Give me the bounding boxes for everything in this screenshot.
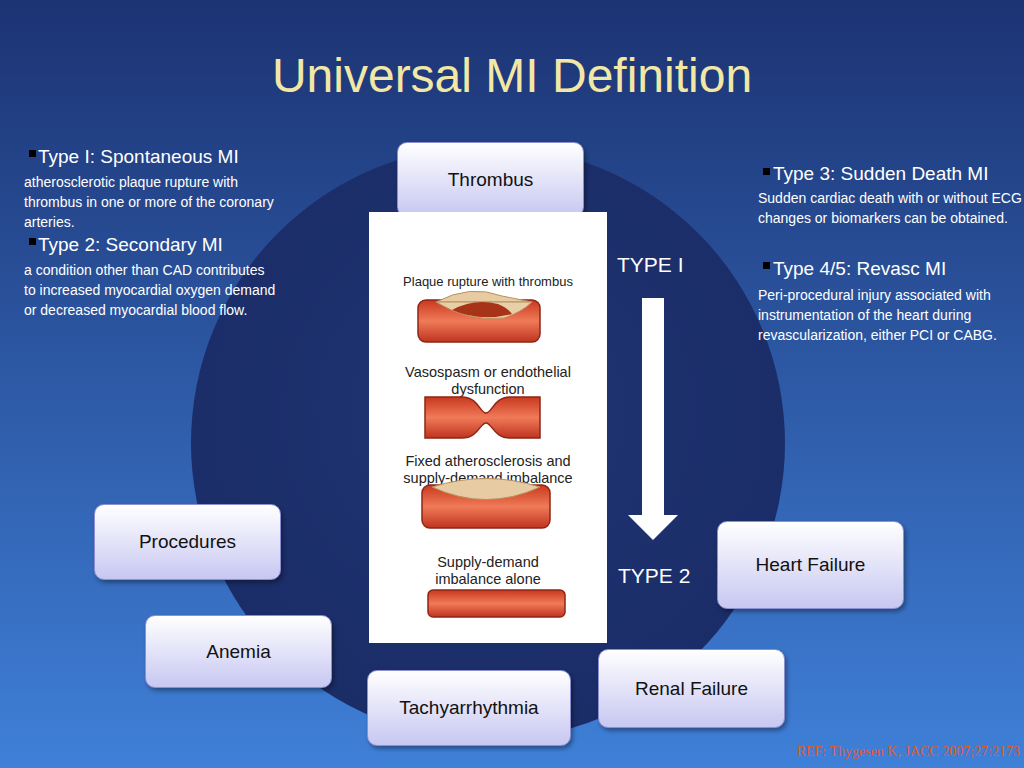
type-heading: Type 3: Sudden Death MI bbox=[773, 162, 1023, 186]
condition-box: Tachyarrhythmia bbox=[367, 670, 571, 746]
type-description: Peri-procedural injury associated with i… bbox=[758, 285, 1023, 345]
type-heading: Type 4/5: Revasc MI bbox=[773, 257, 1023, 281]
condition-box: Renal Failure bbox=[598, 649, 785, 728]
condition-box: Heart Failure bbox=[717, 521, 904, 609]
type-description: a condition other than CAD contributes t… bbox=[24, 260, 279, 320]
artery-vasospasm bbox=[425, 397, 540, 438]
box-label: Renal Failure bbox=[635, 678, 748, 700]
illustration-panel: Plaque rupture with thrombusVasospasm or… bbox=[369, 212, 607, 643]
illustration-caption: Plaque rupture with thrombus bbox=[375, 274, 601, 290]
artery-fixed-atherosclerosis bbox=[422, 479, 550, 529]
illustration-caption: Fixed atherosclerosis and supply-demand … bbox=[383, 453, 593, 488]
type-label: TYPE 2 bbox=[618, 563, 708, 589]
box-label: Tachyarrhythmia bbox=[399, 697, 538, 719]
bullet bbox=[29, 238, 36, 245]
bullet bbox=[29, 150, 36, 157]
bullet bbox=[763, 262, 770, 269]
illustration-caption: Vasospasm or endothelial dysfunction bbox=[388, 364, 588, 399]
box-label: Procedures bbox=[139, 531, 236, 553]
box-label: Thrombus bbox=[448, 169, 534, 191]
spectrum-arrow bbox=[628, 298, 678, 540]
slide-title: Universal MI Definition bbox=[0, 48, 1024, 103]
condition-box: Procedures bbox=[94, 504, 281, 580]
artery-normal bbox=[428, 590, 565, 617]
type-heading: Type 2: Secondary MI bbox=[38, 233, 298, 257]
artery-plaque-rupture bbox=[418, 291, 540, 342]
type-description: Sudden cardiac death with or without ECG… bbox=[758, 188, 1023, 228]
condition-box: Anemia bbox=[145, 615, 332, 688]
box-label: Anemia bbox=[206, 641, 270, 663]
type-description: atherosclerotic plaque rupture with thro… bbox=[24, 172, 279, 232]
reference: REF: Thygesen K, JACC 2007;27:2173 bbox=[700, 742, 1020, 762]
type-label: TYPE I bbox=[617, 252, 707, 278]
box-label: Heart Failure bbox=[756, 554, 866, 576]
type-heading: Type I: Spontaneous MI bbox=[38, 145, 298, 169]
bullet bbox=[763, 168, 770, 175]
illustration-caption: Supply-demand imbalance alone bbox=[403, 554, 573, 589]
condition-box: Thrombus bbox=[397, 142, 584, 217]
